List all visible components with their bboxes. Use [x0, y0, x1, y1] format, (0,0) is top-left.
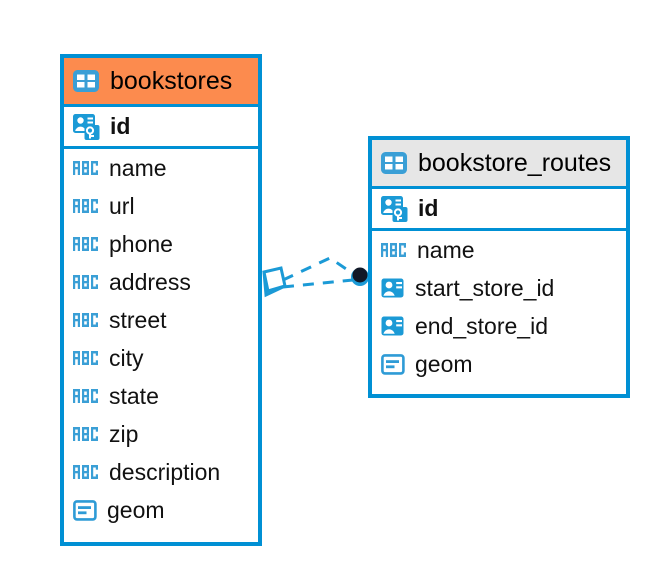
field-row-id[interactable]: id [372, 186, 626, 231]
field-name: url [109, 192, 135, 219]
field-row-city[interactable]: city [64, 339, 258, 377]
field-row-state[interactable]: state [64, 377, 258, 415]
abc-text-icon [73, 465, 98, 479]
abc-text-icon [73, 199, 98, 213]
field-name: zip [109, 420, 139, 447]
entity-title: bookstore_routes [418, 148, 612, 177]
field-name: name [417, 236, 475, 263]
abc-text-icon [73, 389, 98, 403]
field-row-end-store-id[interactable]: end_store_id [372, 307, 626, 345]
abc-text-icon [73, 427, 98, 441]
field-name: name [109, 154, 167, 181]
abc-text-icon [73, 237, 98, 251]
field-row-start-store-id[interactable]: start_store_id [372, 269, 626, 307]
foreign-key-icon [381, 278, 404, 297]
field-row-geom[interactable]: geom [64, 491, 258, 529]
field-name: end_store_id [415, 312, 548, 339]
field-name: street [109, 306, 167, 333]
field-name: start_store_id [415, 274, 555, 301]
relationship-line-lower [282, 278, 354, 289]
abc-text-icon [73, 313, 98, 327]
field-name: state [109, 382, 159, 409]
entity-header-bookstore-routes[interactable]: bookstore_routes [372, 140, 626, 186]
field-name: phone [109, 230, 173, 257]
entity-bookstore-routes[interactable]: bookstore_routes id [368, 136, 630, 398]
abc-text-icon [381, 243, 406, 257]
entity-bookstores[interactable]: bookstores id [60, 54, 262, 546]
geometry-icon [73, 499, 97, 521]
relationship-line-upper [282, 256, 356, 282]
field-row-phone[interactable]: phone [64, 225, 258, 263]
abc-text-icon [73, 161, 98, 175]
field-row-url[interactable]: url [64, 187, 258, 225]
field-row-name[interactable]: name [64, 149, 258, 187]
abc-text-icon [73, 351, 98, 365]
geometry-icon [381, 353, 405, 375]
field-name: city [109, 344, 144, 371]
table-icon [73, 70, 99, 92]
field-name: address [109, 268, 191, 295]
envelope-diamond-marker [262, 266, 287, 298]
field-row-zip[interactable]: zip [64, 415, 258, 453]
field-name: geom [415, 350, 473, 377]
field-row-id[interactable]: id [64, 104, 258, 149]
field-name: id [110, 113, 131, 139]
entity-header-bookstores[interactable]: bookstores [64, 58, 258, 104]
field-name: geom [107, 496, 165, 523]
field-row-street[interactable]: street [64, 301, 258, 339]
foreign-key-icon [381, 316, 404, 335]
filled-circle-marker [351, 267, 369, 286]
field-name: description [109, 458, 221, 485]
primary-key-icon [381, 195, 408, 222]
field-name: id [418, 195, 439, 221]
table-icon [381, 152, 407, 174]
field-row-address[interactable]: address [64, 263, 258, 301]
abc-text-icon [73, 275, 98, 289]
entity-title: bookstores [110, 66, 233, 95]
field-row-name[interactable]: name [372, 231, 626, 269]
field-row-description[interactable]: description [64, 453, 258, 491]
field-row-geom[interactable]: geom [372, 345, 626, 383]
primary-key-icon [73, 113, 100, 140]
